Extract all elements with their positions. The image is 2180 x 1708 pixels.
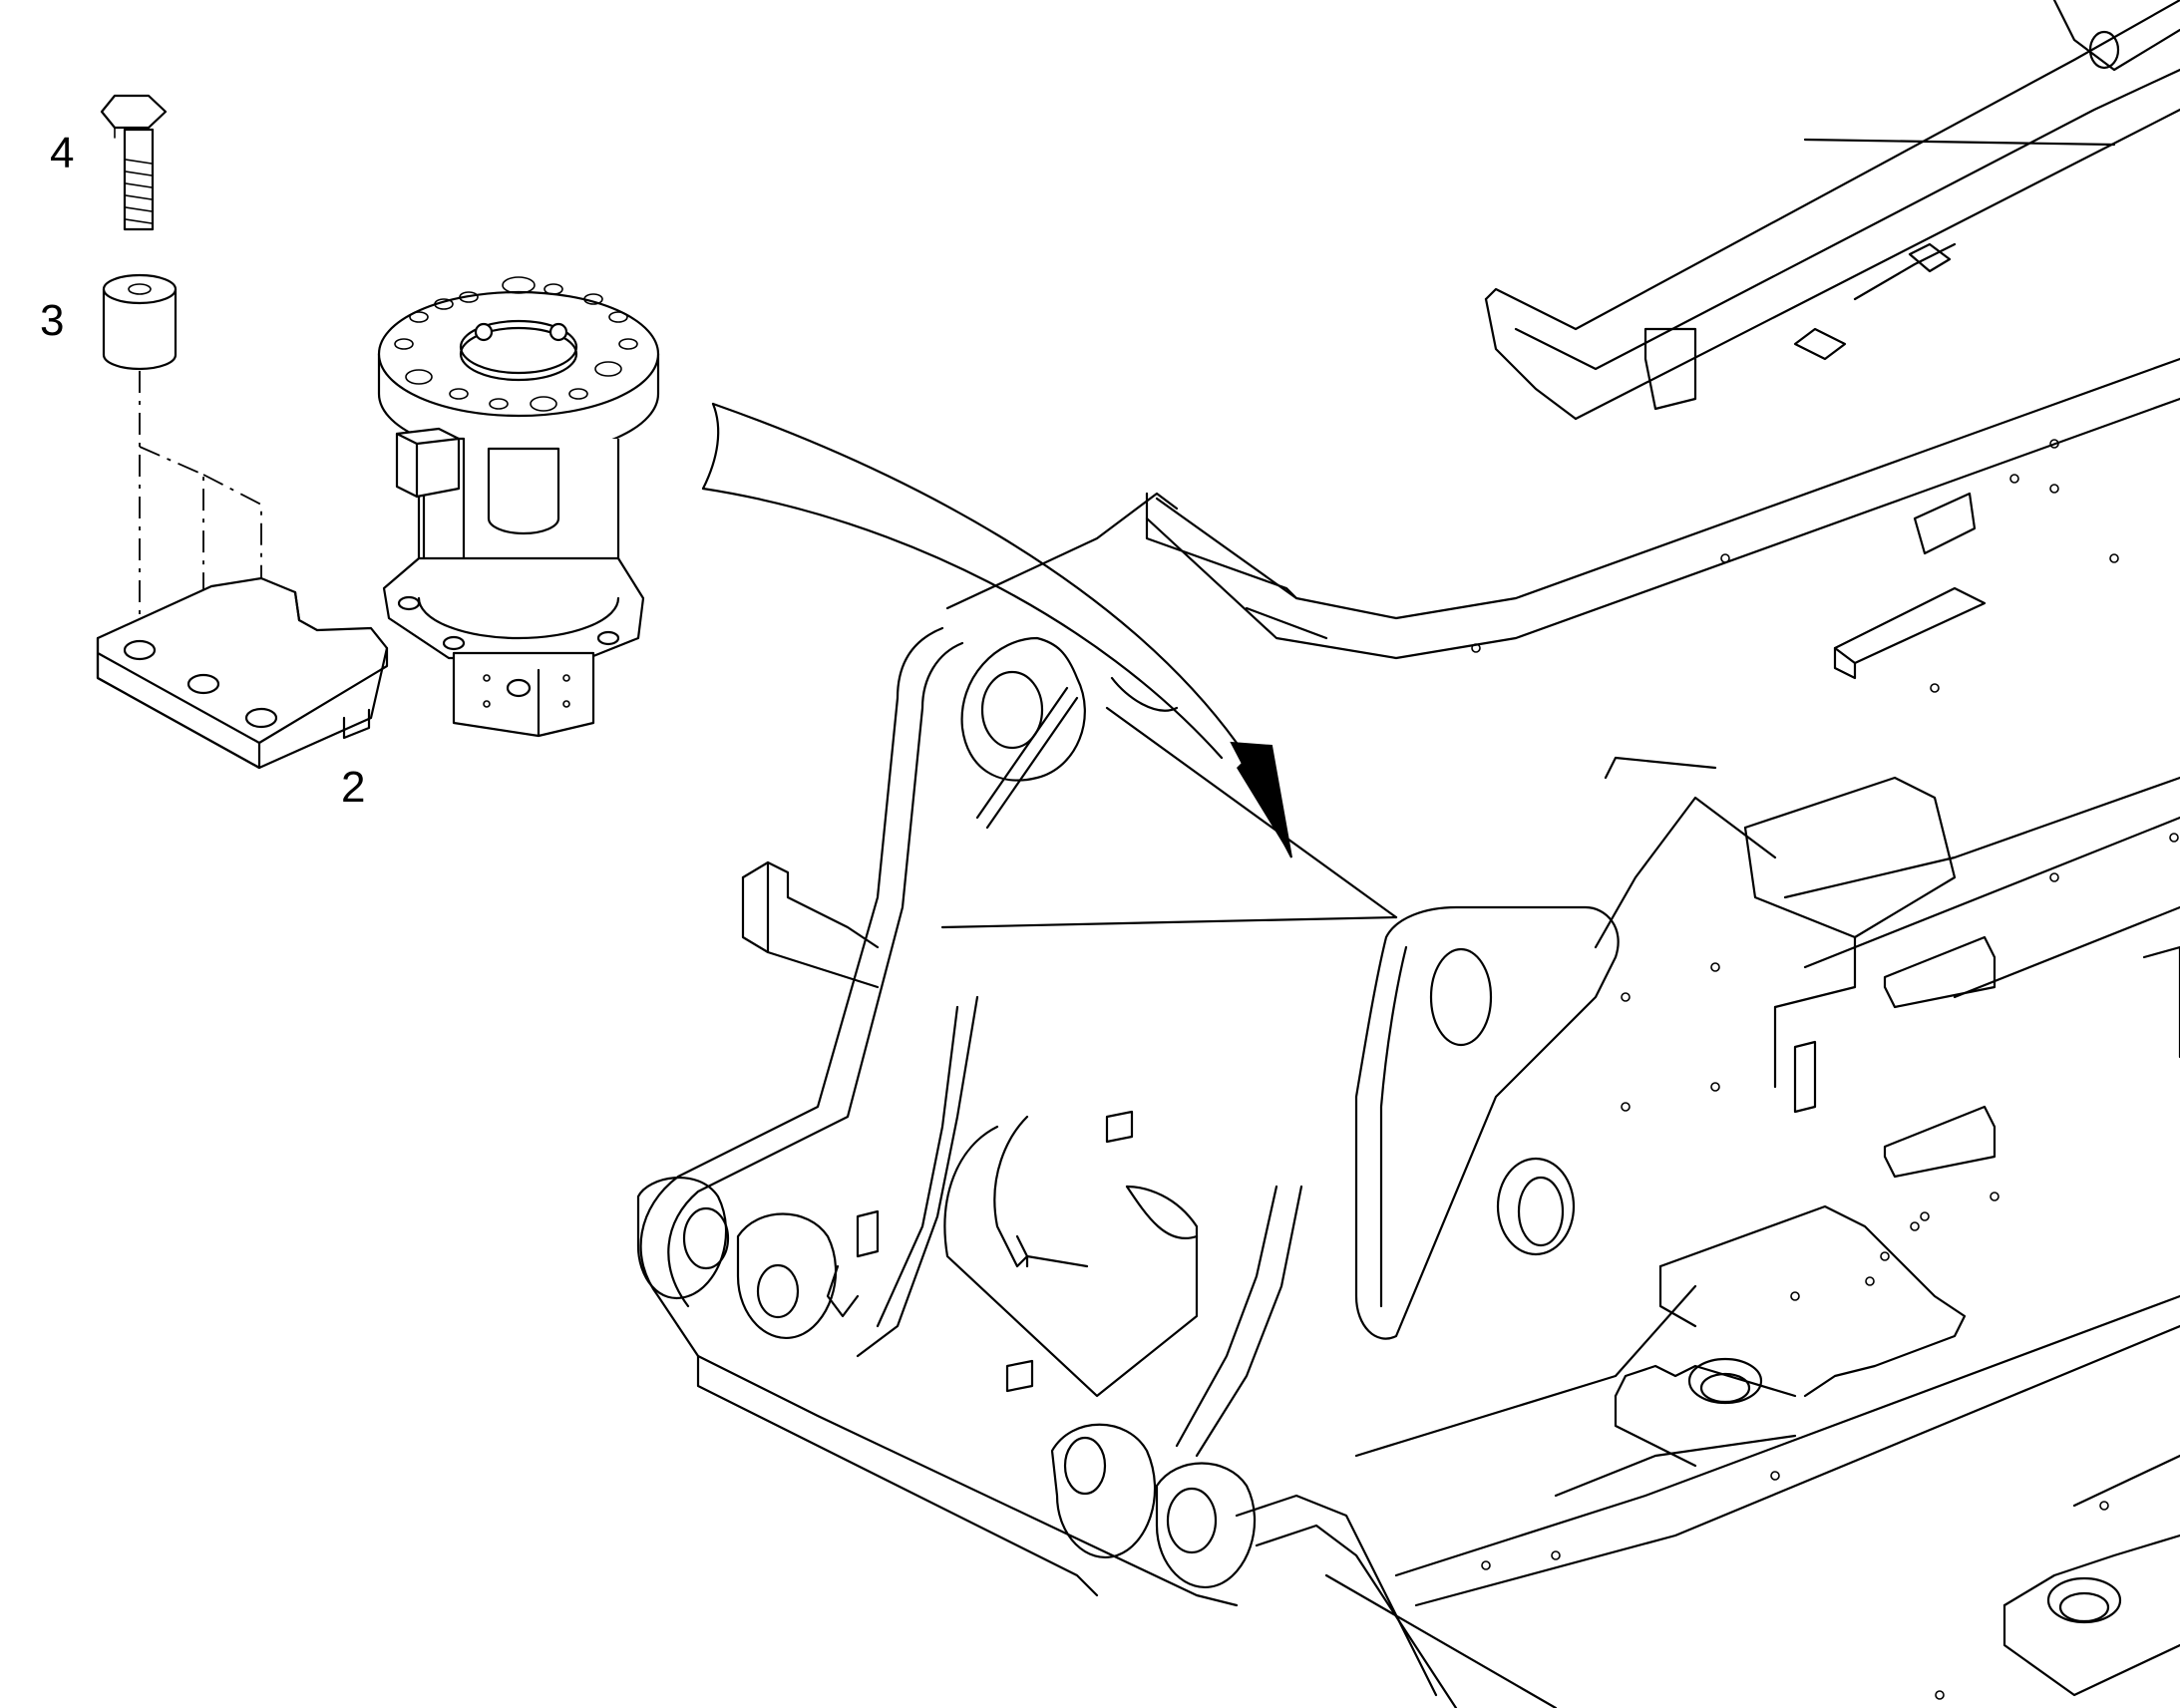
rotary-actuator-part [377, 276, 660, 738]
mounting-plate-part [96, 576, 389, 770]
callout-4: 4 [50, 129, 75, 177]
assembly-center-lines [139, 371, 262, 718]
callout-2: 2 [341, 763, 366, 812]
bolt-part [100, 94, 168, 231]
machine-frame [636, 0, 2180, 1708]
spacer-bushing-part [102, 273, 178, 371]
callout-3: 3 [40, 296, 65, 345]
